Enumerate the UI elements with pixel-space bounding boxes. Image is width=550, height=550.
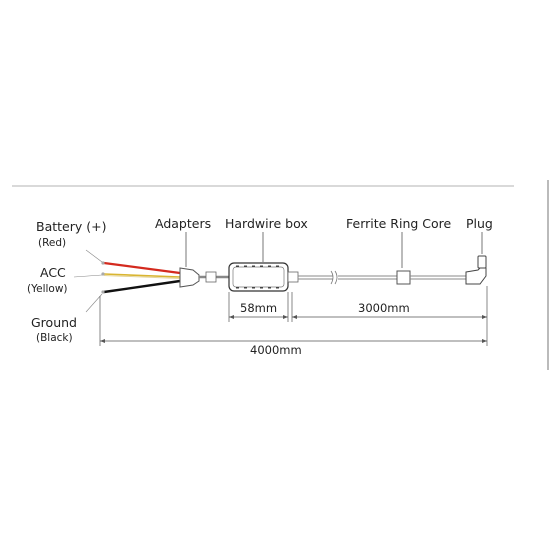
ferrite-label: Ferrite Ring Core xyxy=(346,216,452,231)
ground-color-label: (Black) xyxy=(36,332,73,344)
acc-leader xyxy=(73,274,103,278)
adapters-label: Adapters xyxy=(155,216,211,231)
plug xyxy=(465,255,487,285)
box-width-dimension: 58mm xyxy=(240,301,277,315)
main-cable xyxy=(287,270,397,285)
acc-wire xyxy=(103,273,181,278)
dimension-lines xyxy=(99,286,488,346)
acc-wire-tip xyxy=(101,272,105,276)
acc-wire-tint xyxy=(103,275,181,279)
ground-wire xyxy=(103,279,181,294)
battery-label: Battery (+) xyxy=(36,219,106,234)
ferrite-ring-core xyxy=(396,270,411,285)
adapter-body xyxy=(179,267,200,288)
dimension-arrows xyxy=(100,315,487,343)
wires xyxy=(101,261,181,294)
acc-color-label: (Yellow) xyxy=(27,283,68,295)
battery-wire-tip xyxy=(101,261,105,265)
acc-label: ACC xyxy=(40,265,66,280)
hardwire-box-label: Hardwire box xyxy=(225,216,308,231)
cable-length-dimension: 3000mm xyxy=(358,301,410,315)
ground-leader xyxy=(85,293,103,313)
adapter-collar xyxy=(205,271,217,283)
battery-color-label: (Red) xyxy=(38,237,66,249)
ground-label: Ground xyxy=(31,315,77,330)
total-length-dimension: 4000mm xyxy=(250,343,302,357)
ground-wire-tip xyxy=(101,290,105,294)
hardwire-box xyxy=(228,262,289,292)
plug-label: Plug xyxy=(466,216,493,231)
battery-leader xyxy=(85,249,103,263)
battery-wire xyxy=(103,261,181,275)
